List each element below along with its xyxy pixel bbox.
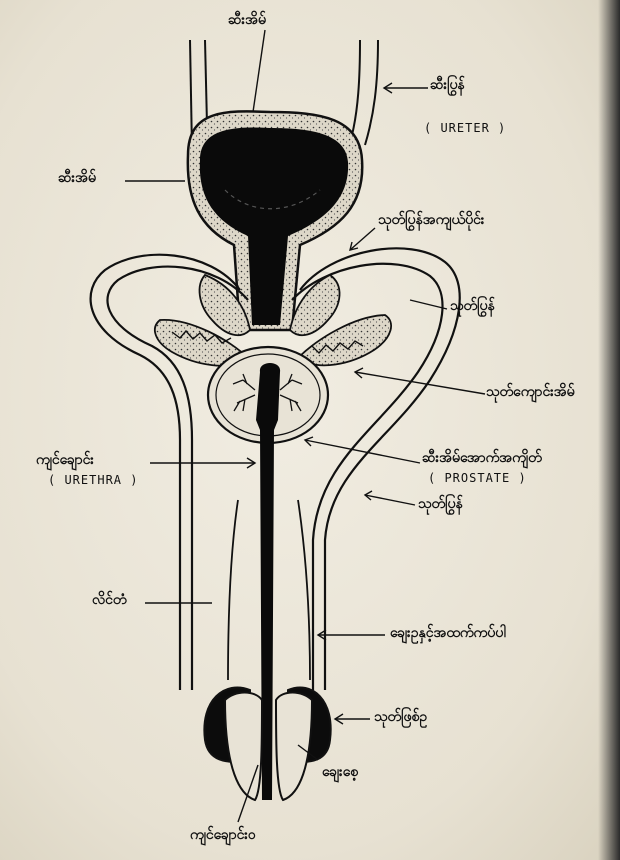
label-prostate-en: ( PROSTATE ) (428, 471, 527, 485)
label-vas-deferens-lower: သုတ်ပြွန် (418, 494, 463, 515)
label-testis: သုတ်ဖြစ်ဥ (374, 707, 427, 728)
page-edge-shadow (598, 0, 620, 860)
label-penis: လိင်တံ (92, 590, 127, 611)
label-ureter-en: ( URETER ) (424, 121, 506, 135)
label-urethral-opening: ကျင်ချောင်းဝ (190, 825, 256, 846)
label-prostate: ဆီးအိမ်အောက်အကျိတ် (422, 448, 542, 469)
label-seminal-vesicle: သုတ်ကျောင်းအိမ် (486, 382, 575, 403)
label-vas-deferens-upper: သုတ်ပြွန် (450, 296, 495, 317)
label-bladder-left: ဆီးအိမ် (58, 168, 96, 189)
label-seminal-vesicle-duct: သုတ်ပြွန်အကျယ်ပိုင်း (378, 210, 484, 231)
label-epididymis: ချေးဥနှင့်အထက်ကပ်ပါ (390, 623, 506, 644)
label-bladder-top: ဆီးအိမ် (228, 10, 266, 31)
label-scrotum: ချေးစေ့ (322, 762, 358, 783)
label-urethra: ကျင်ချောင်း (36, 450, 94, 471)
label-urethra-en: ( URETHRA ) (48, 473, 138, 487)
label-ureter: ဆီးပြွန် (430, 75, 465, 96)
